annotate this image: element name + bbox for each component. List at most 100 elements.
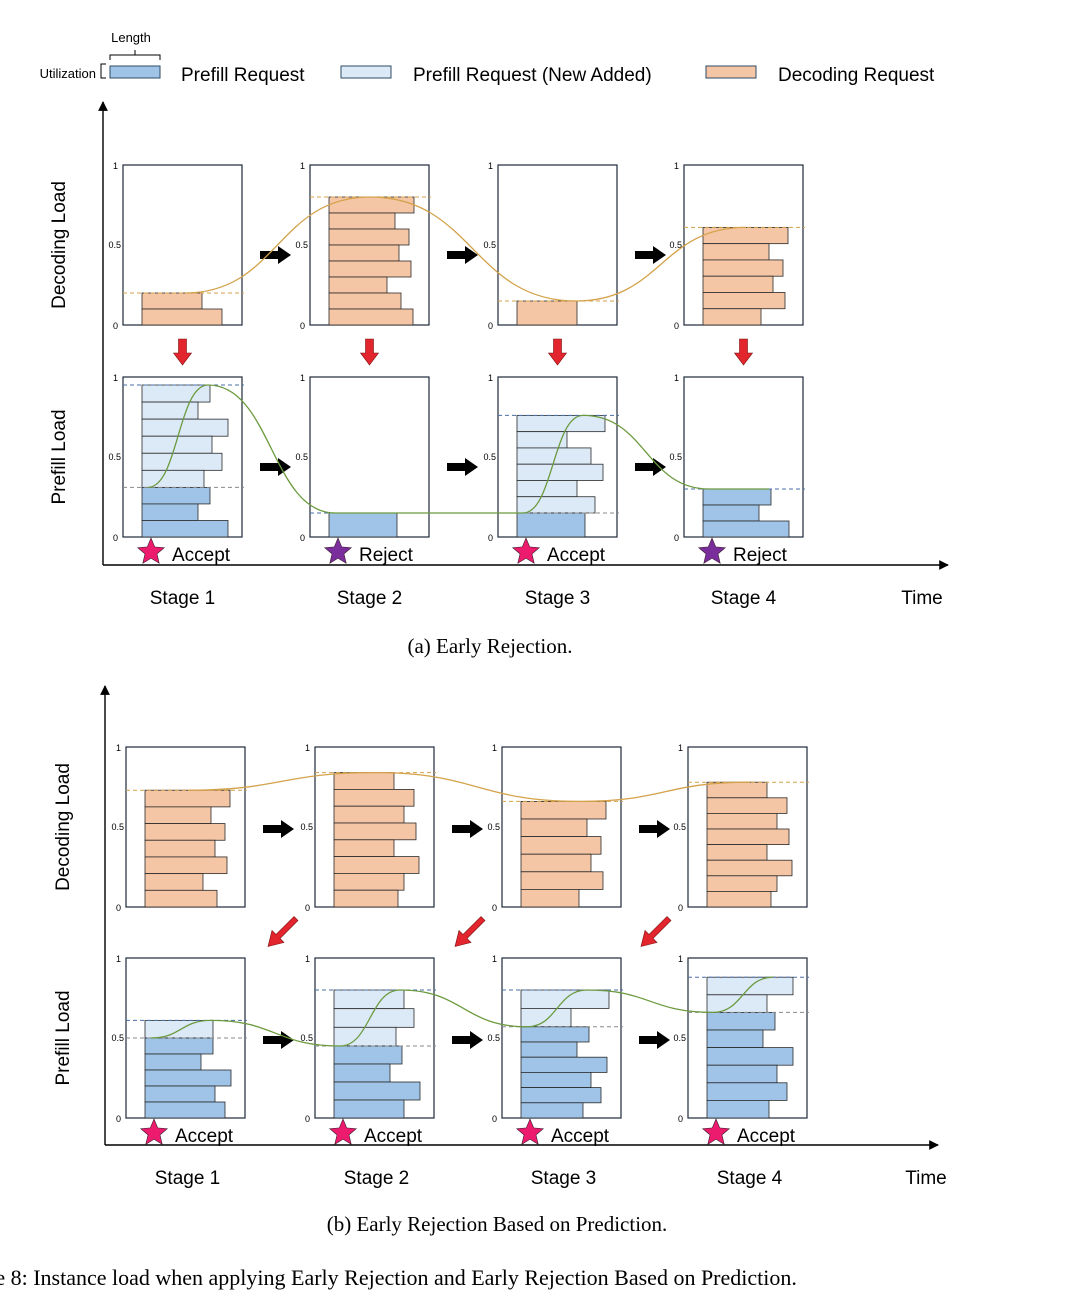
prefill-bar [333, 1063, 391, 1083]
accept-star-icon [701, 1118, 731, 1145]
accept-star-icon [511, 537, 541, 564]
legend-length-label: Length [111, 30, 151, 45]
down-arrow [359, 338, 380, 366]
legend-swatch-prefill [109, 65, 161, 79]
prefill-bar [706, 1012, 776, 1031]
tick-0-5: 0.5 [300, 822, 313, 832]
tick-1: 1 [116, 954, 121, 964]
tick-0: 0 [674, 533, 679, 543]
decoding-bar [702, 308, 762, 326]
prefill-new-bar [706, 976, 794, 996]
decoding-bar [516, 300, 578, 326]
prefill-bar [520, 1041, 578, 1058]
tick-0: 0 [492, 1114, 497, 1124]
reject-star-icon [323, 537, 353, 564]
tick-0-5: 0.5 [487, 822, 500, 832]
decision-label: Accept [364, 1126, 423, 1147]
tick-1: 1 [492, 954, 497, 964]
prefill-bar [706, 1047, 794, 1066]
decoding-bar [706, 891, 772, 908]
tick-0: 0 [300, 321, 305, 331]
prefill-bar [144, 1085, 216, 1103]
tick-0: 0 [492, 903, 497, 913]
decoding-bar [706, 875, 778, 892]
reject-star-icon [697, 537, 727, 564]
tick-0-5: 0.5 [483, 240, 496, 250]
prefill-new-bar [520, 1008, 572, 1028]
figure-caption: re 8: Instance load when applying Early … [0, 1265, 797, 1290]
legend: Length Utilization Prefill Request Prefi… [40, 30, 935, 86]
tick-1: 1 [305, 743, 310, 753]
right-arrow [635, 458, 666, 476]
prefill-bar [706, 1082, 788, 1101]
legend-prefill-new-label: Prefill Request (New Added) [413, 65, 652, 86]
prefill-bar [328, 512, 398, 538]
decoding-bar [144, 839, 216, 858]
decoding-bar [144, 789, 231, 808]
decoding-bar [702, 259, 784, 277]
decoding-bar [333, 789, 415, 807]
prefill-new-bar [333, 989, 405, 1010]
prefill-bar [141, 486, 211, 505]
tick-0: 0 [488, 321, 493, 331]
decoding-bar [706, 844, 768, 861]
row-label-decoding: Decoding Load [53, 763, 74, 891]
prefill-bar [141, 520, 229, 538]
decision-label: Accept [172, 545, 231, 566]
tick-0-5: 0.5 [487, 1033, 500, 1043]
prefill-new-bar [141, 469, 205, 488]
prefill-new-bar [144, 1020, 214, 1039]
tick-0: 0 [674, 321, 679, 331]
decoding-bar [333, 839, 395, 857]
prefill-bar [516, 512, 586, 538]
tick-1: 1 [300, 373, 305, 383]
down-arrow [733, 338, 754, 366]
stage-label: Stage 2 [344, 1168, 410, 1189]
stage-label: Stage 4 [711, 588, 777, 609]
decision-label: Accept [175, 1126, 234, 1147]
prefill-bar [144, 1037, 214, 1055]
tick-0-5: 0.5 [669, 452, 682, 462]
prefill-bar [520, 1072, 592, 1089]
tick-0-5: 0.5 [111, 1033, 124, 1043]
prefill-new-bar [516, 463, 604, 481]
decoding-trend-curve [184, 196, 747, 302]
tick-1: 1 [116, 743, 121, 753]
panel-caption: (a) Early Rejection. [407, 634, 572, 658]
prefill-bar [702, 520, 790, 538]
decoding-bar [333, 822, 417, 841]
tick-0-5: 0.5 [673, 822, 686, 832]
decoding-bar [144, 856, 228, 875]
decoding-bar [328, 196, 415, 214]
right-arrow [447, 458, 478, 476]
prefill-bar [333, 1081, 421, 1101]
accept-star-icon [515, 1118, 545, 1145]
decoding-bar [144, 823, 226, 841]
decoding-bar [144, 889, 218, 908]
legend-swatch-prefill-new [340, 65, 392, 79]
tick-0: 0 [300, 533, 305, 543]
decoding-bar [333, 873, 405, 891]
stage-label: Stage 1 [150, 588, 216, 609]
decoding-bar [520, 889, 580, 908]
right-arrow [260, 458, 291, 476]
decoding-bar [328, 244, 400, 262]
tick-0: 0 [678, 1114, 683, 1124]
decoding-bar [702, 275, 774, 293]
tick-1: 1 [305, 954, 310, 964]
tick-0: 0 [116, 903, 121, 913]
right-arrow [260, 246, 291, 264]
legend-swatch-decoding [705, 65, 757, 79]
prefill-trend-curve [150, 976, 774, 1047]
prefill-bar [520, 1056, 608, 1073]
tick-0-5: 0.5 [483, 452, 496, 462]
tick-0: 0 [305, 1114, 310, 1124]
prefill-bar [520, 1026, 590, 1043]
decoding-box [497, 164, 618, 326]
diagonal-arrow [454, 916, 486, 947]
prefill-new-bar [516, 414, 606, 433]
prefill-bar [144, 1053, 202, 1071]
prefill-bar [520, 1102, 584, 1119]
decoding-bar [328, 308, 414, 326]
